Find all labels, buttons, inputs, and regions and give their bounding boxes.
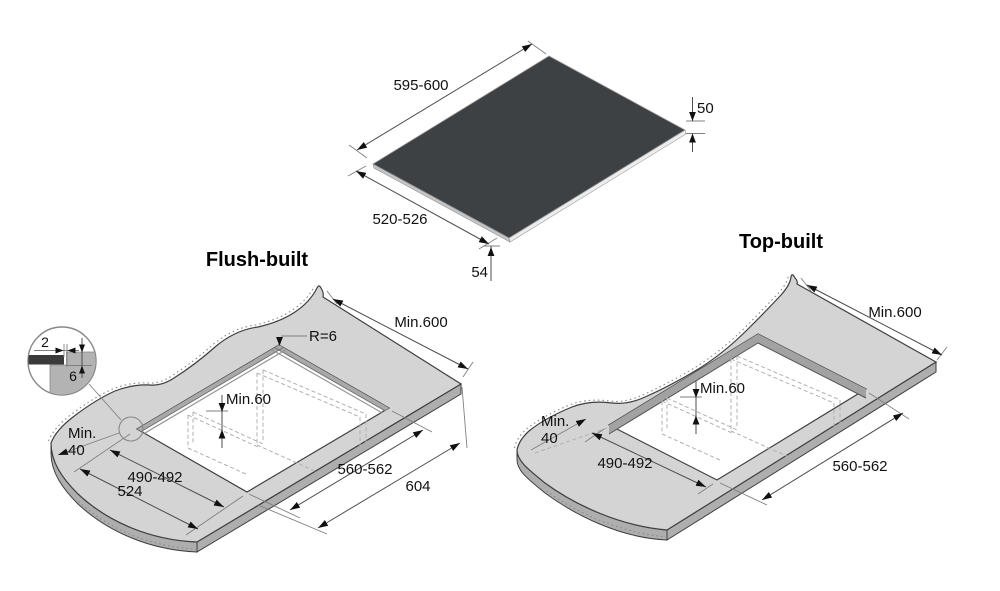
top-built-diagram: Top-built Min.60 Min.600 Min <box>513 231 948 541</box>
top-built-title: Top-built <box>739 231 823 253</box>
flush-min600-label: Min.600 <box>394 314 447 331</box>
flush-min40-label2: 40 <box>68 442 85 459</box>
top-min40-label1: Min. <box>541 413 569 430</box>
top-min40-label2: 40 <box>541 430 558 447</box>
flush-detail-callout: 2 6 <box>27 326 97 396</box>
top-cutout-length-label: 560-562 <box>832 458 887 475</box>
top-cutout-wall-right <box>758 334 866 398</box>
flush-built-title: Flush-built <box>206 249 309 271</box>
dim-line-depth <box>355 170 490 245</box>
detail-cooktop-edge <box>28 355 64 365</box>
top-cutout-wall-left <box>609 334 758 434</box>
flush-recess-band-left <box>137 345 284 432</box>
flush-recess-width-label: 524 <box>117 483 142 500</box>
dim-label-panel-width: 595-600 <box>393 77 448 94</box>
flush-cutout-length-label: 560-562 <box>337 461 392 478</box>
top-min60-label: Min.60 <box>700 380 745 397</box>
dim-label-panel-depth: 520-526 <box>372 211 427 228</box>
flush-corner-marker-circle <box>118 416 144 442</box>
flush-worktop-front-face <box>196 383 462 553</box>
flush-min40-label1: Min. <box>68 425 96 442</box>
cooktop-panel-view: 595-600 520-526 50 54 <box>347 40 714 281</box>
dim-label-panel-front-height: 54 <box>471 264 488 281</box>
dim-label-panel-thickness: 50 <box>697 100 714 117</box>
top-cutout-width-label: 490-492 <box>597 455 652 472</box>
flush-built-diagram: Flush-built Min.60 R=6 <box>27 249 474 553</box>
flush-recess-length-label: 604 <box>405 478 430 495</box>
flush-min60-label: Min.60 <box>226 391 271 408</box>
detail-depth-label: 6 <box>69 368 77 384</box>
top-min600-label: Min.600 <box>868 304 921 321</box>
flush-radius-label: R=6 <box>309 328 337 345</box>
detail-gap-label: 2 <box>41 334 49 350</box>
flush-recess-band-right <box>274 345 389 411</box>
dim-line-width <box>356 43 533 151</box>
